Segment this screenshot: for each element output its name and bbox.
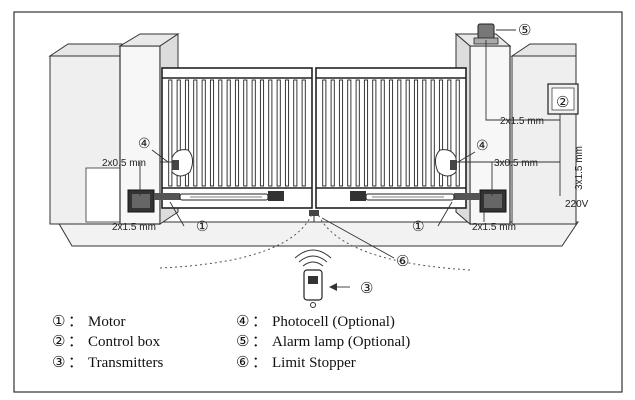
photocell-right	[434, 149, 457, 177]
gate-bar	[413, 79, 419, 187]
legend-separator: ：	[68, 353, 83, 371]
gate-bar	[226, 79, 231, 187]
gate-bars-left	[168, 79, 306, 187]
wiring	[139, 40, 561, 222]
callout-photocell-right: ④	[476, 137, 489, 153]
legend-separator: ：	[252, 312, 267, 330]
gate-bar	[209, 79, 215, 187]
gate-bar	[218, 79, 223, 187]
transmitter	[294, 249, 332, 308]
gate-bar	[380, 79, 385, 187]
wire-label-motor-left: 2x1.5 mm	[112, 222, 156, 233]
legend-item-alarm-lamp: ⑤ ： Alarm lamp (Optional)	[236, 332, 410, 350]
legend-num: ⑥	[236, 353, 249, 371]
wire-label-photocell-right: 3x0.5 mm	[494, 158, 538, 169]
gate-bar	[388, 79, 394, 187]
gate-bar	[176, 79, 181, 187]
motor-right	[350, 189, 507, 213]
callout-transmitter: ③	[360, 280, 373, 297]
legend-label: Photocell (Optional)	[272, 314, 395, 330]
callout-motor-right: ①	[412, 218, 425, 234]
gate-bar	[184, 79, 190, 187]
motor-left	[127, 189, 284, 213]
callout-photocell-left: ④	[138, 135, 151, 151]
voltage-label: 220V	[565, 199, 589, 210]
gate-bar	[397, 79, 402, 187]
gate-bar	[430, 79, 435, 187]
gate-bar	[405, 79, 410, 187]
gate-bar	[284, 79, 290, 187]
gate-bar	[455, 79, 460, 187]
callout-control-box: ②	[556, 94, 569, 111]
legend-num: ①	[52, 312, 65, 330]
gate-bar	[301, 79, 306, 187]
legend-separator: ：	[68, 312, 83, 330]
right-wall	[510, 43, 577, 225]
gate-bar	[438, 79, 444, 187]
gate-bars-right	[322, 79, 460, 187]
gate-bar	[259, 79, 265, 187]
legend-item-limit-stopper: ⑥ ： Limit Stopper	[236, 353, 356, 371]
legend-num: ⑤	[236, 332, 249, 350]
gate-bar	[201, 79, 206, 187]
legend-label: Alarm lamp (Optional)	[272, 334, 410, 350]
control-box	[547, 83, 579, 115]
callout-limit-stopper: ⑥	[396, 253, 409, 270]
legend-item-motor: ① ： Motor	[52, 312, 126, 330]
legend: ① ： Motor ② ： Control box ③ ： Transmitte…	[52, 312, 410, 371]
legend-num: ②	[52, 332, 65, 350]
gate-bar	[338, 79, 344, 187]
gate-bar	[372, 79, 377, 187]
gate-swing-arcs	[159, 213, 471, 271]
gate-bar	[168, 79, 173, 187]
gate-bar	[363, 79, 369, 187]
gate-bar	[268, 79, 273, 187]
gate-bar	[193, 79, 198, 187]
legend-separator: ：	[252, 332, 267, 350]
gate-bar	[447, 79, 452, 187]
gate-bar	[276, 79, 281, 187]
callout-motor-left: ①	[196, 218, 209, 234]
legend-separator: ：	[68, 332, 83, 350]
gate-bar	[422, 79, 427, 187]
gate-bar	[251, 79, 256, 187]
gate-bar	[243, 79, 248, 187]
legend-label: Limit Stopper	[272, 355, 356, 371]
gate-leaf-right	[315, 67, 467, 209]
ground-slab	[57, 221, 579, 247]
gate-leaf-left	[161, 67, 313, 209]
gate-bar	[347, 79, 352, 187]
legend-item-control-box: ② ： Control box	[52, 332, 161, 350]
legend-label: Transmitters	[88, 355, 163, 371]
legend-label: Control box	[88, 334, 161, 350]
gate-bar	[355, 79, 360, 187]
transmitter-arrow	[329, 283, 337, 291]
callout-leaders	[151, 29, 516, 288]
legend-item-transmitters: ③ ： Transmitters	[52, 353, 163, 371]
wire-label-control-box: 2x1.5 mm	[500, 116, 544, 127]
gate-bar	[330, 79, 335, 187]
callout-alarm-lamp: ⑤	[518, 22, 531, 39]
gate-bar	[293, 79, 298, 187]
wire-label-photocell-left: 2x0.5 mm	[102, 158, 146, 169]
diagram-border	[13, 11, 623, 393]
legend-item-photocell: ④ ： Photocell (Optional)	[236, 312, 395, 330]
legend-separator: ：	[252, 353, 267, 371]
left-wall	[48, 43, 123, 225]
legend-label: Motor	[88, 314, 126, 330]
gate-bar	[322, 79, 327, 187]
limit-stopper	[309, 210, 319, 222]
photocell-left	[171, 149, 194, 177]
legend-num: ③	[52, 353, 65, 371]
wire-label-power: 3x1.5 mm	[574, 146, 585, 190]
wire-label-motor-right: 2x1.5 mm	[472, 222, 516, 233]
legend-num: ④	[236, 312, 249, 330]
gate-bar	[234, 79, 240, 187]
